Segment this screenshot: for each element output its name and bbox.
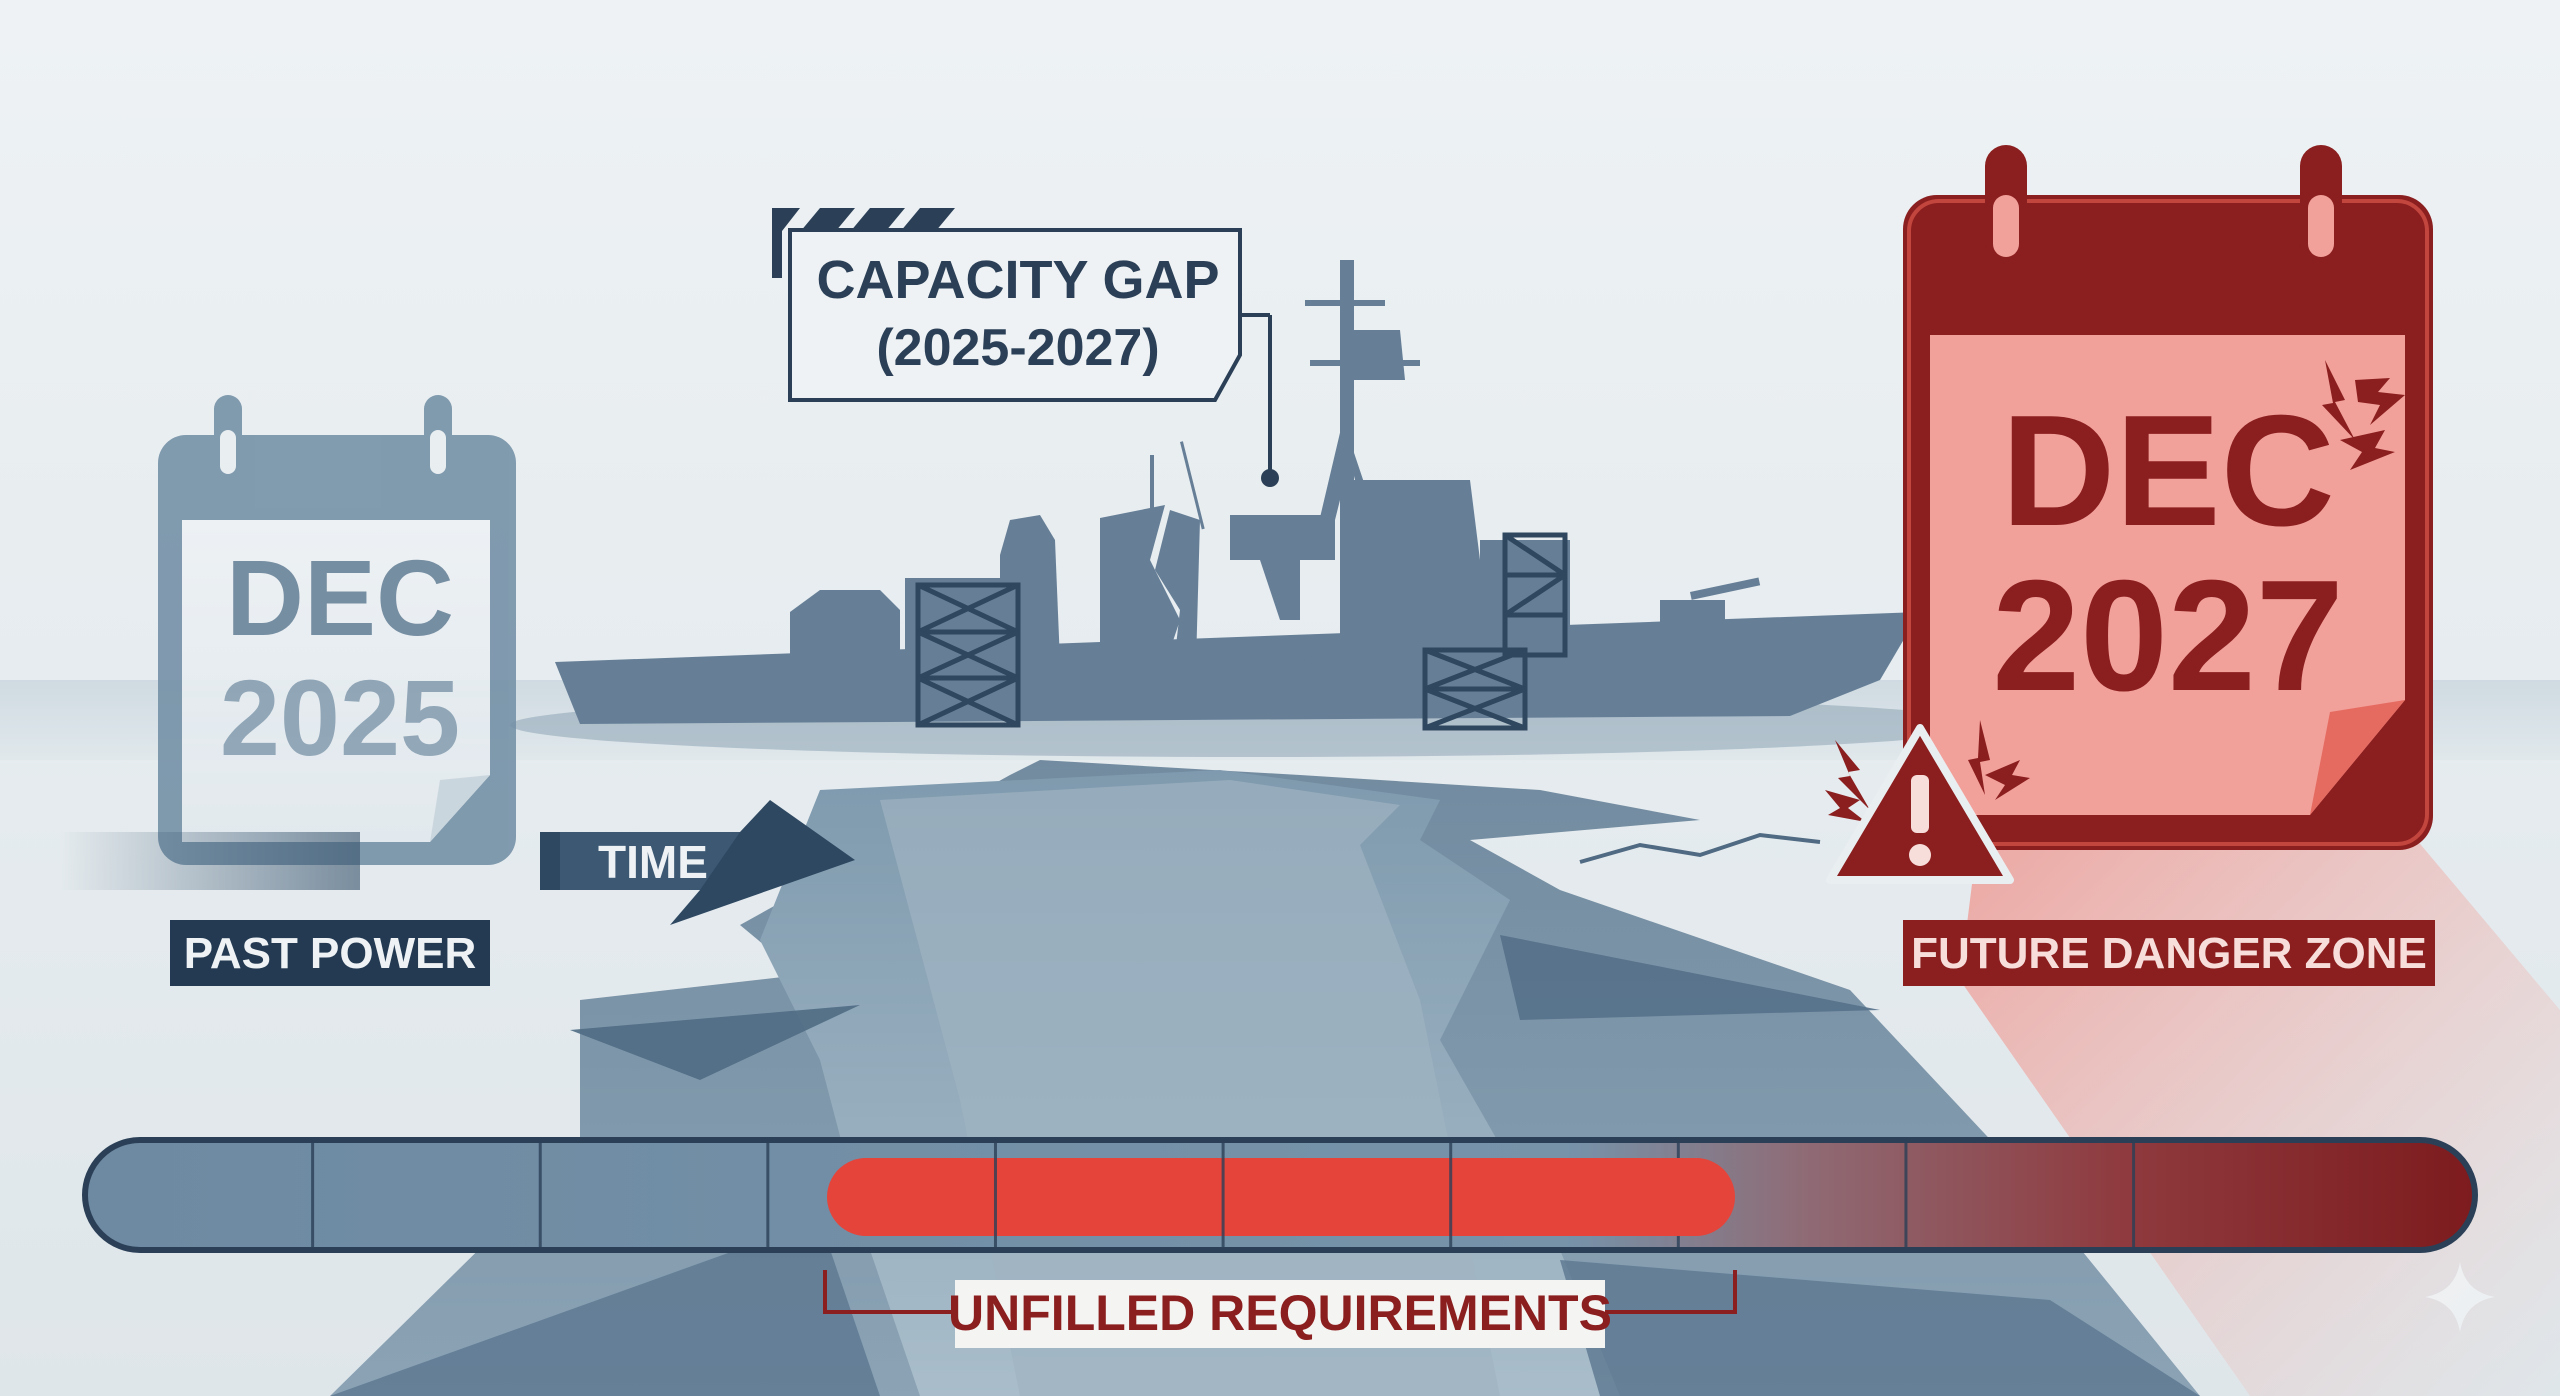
scaffolding-left <box>915 582 1021 728</box>
unfilled-requirements-bracket: UNFILLED REQUIREMENTS <box>823 1270 1737 1348</box>
future-calendar-month: DEC <box>2001 383 2335 559</box>
future-calendar-icon: DEC 2027 <box>1903 145 2433 850</box>
unfilled-gap-highlight <box>827 1158 1735 1236</box>
warning-triangle-icon <box>1826 724 2014 884</box>
capacity-gap-callout: CAPACITY GAP (2025-2027) <box>772 208 1279 487</box>
unfilled-requirements-label: UNFILLED REQUIREMENTS <box>948 1285 1612 1341</box>
past-power-label: PAST POWER <box>184 929 477 978</box>
sparkle-icon <box>2425 1262 2495 1332</box>
capacity-gap-years: (2025-2027) <box>876 319 1159 377</box>
hazard-stripes <box>772 208 955 278</box>
arrow-right-icon: TIME <box>60 800 855 925</box>
timeline-segment-dividers-over <box>993 1143 1453 1247</box>
time-label: TIME <box>598 836 708 888</box>
calendar-icon: DEC 2025 <box>158 395 516 865</box>
capacity-gap-title: CAPACITY GAP <box>816 250 1219 310</box>
future-danger-zone-label: FUTURE DANGER ZONE <box>1911 929 2427 978</box>
warship-icon <box>510 260 1990 757</box>
past-power-badge: PAST POWER <box>170 920 490 986</box>
future-calendar-year: 2027 <box>1992 548 2344 724</box>
future-danger-zone-badge: FUTURE DANGER ZONE <box>1903 920 2435 986</box>
past-calendar-year: 2025 <box>220 657 460 778</box>
scaffolding-right <box>1422 532 1568 731</box>
timeline-bar <box>82 1137 2478 1253</box>
lightning-icon <box>1825 360 2405 822</box>
past-calendar-month: DEC <box>226 537 454 658</box>
